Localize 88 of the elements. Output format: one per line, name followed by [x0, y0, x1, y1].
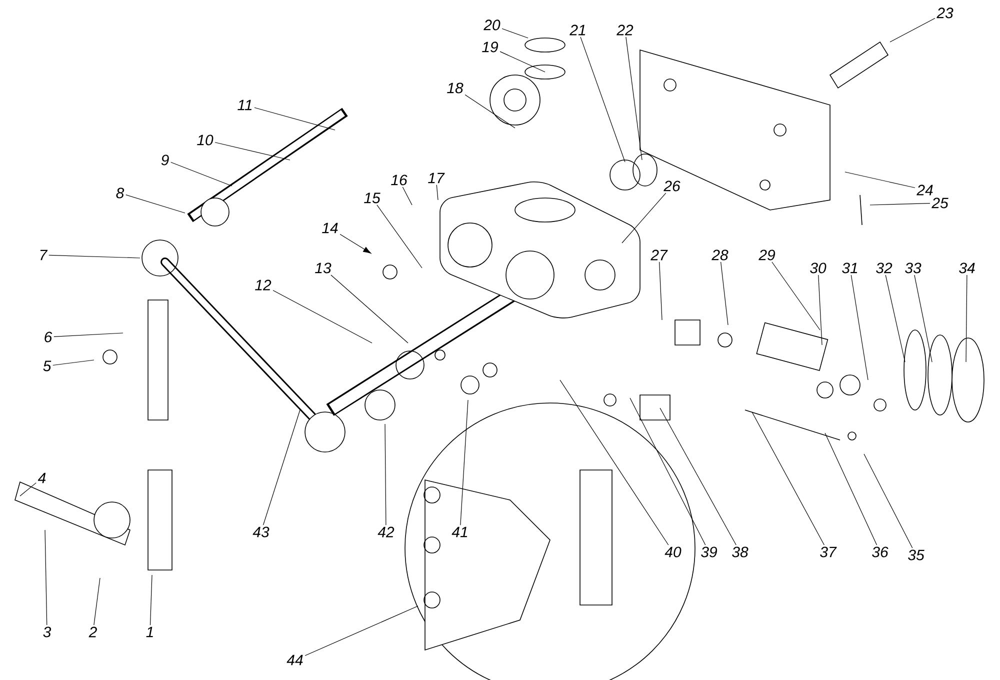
leader-line — [630, 398, 706, 546]
leader-line — [262, 410, 300, 526]
callout-number: 4 — [38, 472, 46, 484]
leader-line — [54, 332, 124, 337]
leader-line — [659, 262, 662, 320]
callout-number: 41 — [452, 526, 468, 538]
leader-line — [864, 454, 913, 548]
leader-line — [720, 262, 728, 326]
leader-line — [870, 202, 930, 206]
callout-number: 15 — [364, 192, 380, 204]
callout-number: 31 — [842, 262, 858, 274]
callout-number: 18 — [447, 82, 464, 94]
callout-number: 5 — [43, 360, 52, 372]
callout-number: 42 — [378, 526, 394, 538]
callout-number: 27 — [650, 250, 668, 260]
leader-line — [44, 530, 48, 626]
leader-line — [966, 274, 968, 362]
leader-line — [502, 28, 528, 38]
leader-line — [580, 36, 626, 162]
callout-number: 39 — [701, 546, 718, 558]
callout-number: 40 — [664, 546, 682, 558]
callout-number: 11 — [238, 100, 252, 110]
callout-number: 1 — [146, 626, 153, 638]
callout-number: 16 — [391, 174, 408, 186]
callout-number: 19 — [482, 42, 498, 52]
callout-number: 10 — [197, 134, 214, 146]
leader-line — [844, 172, 916, 188]
leader-line — [850, 274, 868, 380]
leader-line — [818, 274, 822, 346]
callout-number: 33 — [905, 262, 922, 274]
leader-line — [622, 192, 666, 244]
callout-number: 37 — [820, 546, 837, 558]
callout-number: 34 — [959, 262, 975, 274]
leader-line — [885, 274, 906, 362]
callout-number: 9 — [161, 154, 169, 166]
callout-number: 20 — [484, 20, 500, 30]
callout-number: 36 — [872, 546, 888, 558]
leader-line — [384, 424, 386, 526]
callout-number: 23 — [936, 8, 954, 18]
callout-number: 7 — [40, 250, 48, 260]
callout-number: 30 — [810, 262, 826, 274]
callout-number: 21 — [570, 24, 586, 36]
leader-line — [660, 408, 736, 546]
leader-line — [330, 274, 408, 344]
callout-number: 32 — [876, 262, 892, 274]
leader-line — [376, 204, 422, 268]
leader-line — [304, 606, 418, 656]
callout-number: 25 — [932, 198, 948, 208]
leader-line — [500, 51, 546, 72]
leader-line — [214, 142, 290, 160]
leader-line — [48, 254, 140, 258]
leader-line — [150, 574, 152, 626]
leader-line — [170, 162, 232, 186]
leader-line — [340, 234, 372, 254]
callout-number: 35 — [908, 550, 924, 560]
callout-number: 26 — [664, 180, 680, 192]
callout-number: 24 — [916, 184, 933, 196]
callout-number: 3 — [43, 626, 52, 638]
leader-line — [560, 380, 669, 546]
callout-number: 29 — [758, 250, 776, 260]
leader-line — [126, 194, 186, 214]
leader-line — [752, 412, 824, 546]
leader-line — [20, 482, 36, 496]
callout-number: 12 — [255, 280, 272, 290]
callout-number: 6 — [44, 332, 52, 342]
leader-line — [272, 290, 372, 344]
callout-number: 2 — [88, 626, 97, 638]
callout-number: 28 — [712, 250, 728, 260]
leader-line — [402, 186, 412, 206]
leader-line — [464, 94, 516, 128]
leader-line — [890, 18, 936, 42]
leader-line — [772, 262, 820, 330]
callout-number: 38 — [732, 546, 748, 558]
leader-line — [626, 36, 642, 160]
callout-number: 8 — [116, 188, 124, 198]
callout-number: 43 — [252, 526, 270, 538]
leader-line — [824, 432, 878, 546]
leader-line — [254, 107, 336, 130]
callout-number: 14 — [322, 222, 338, 234]
leader-line — [436, 184, 438, 200]
callout-number: 44 — [286, 654, 303, 666]
leader-line — [460, 400, 468, 526]
callout-number: 13 — [315, 262, 332, 274]
callout-number: 17 — [428, 172, 445, 184]
leader-line — [94, 578, 100, 626]
leader-line — [914, 274, 932, 362]
leader-line — [52, 360, 94, 366]
callout-number: 22 — [616, 24, 634, 36]
